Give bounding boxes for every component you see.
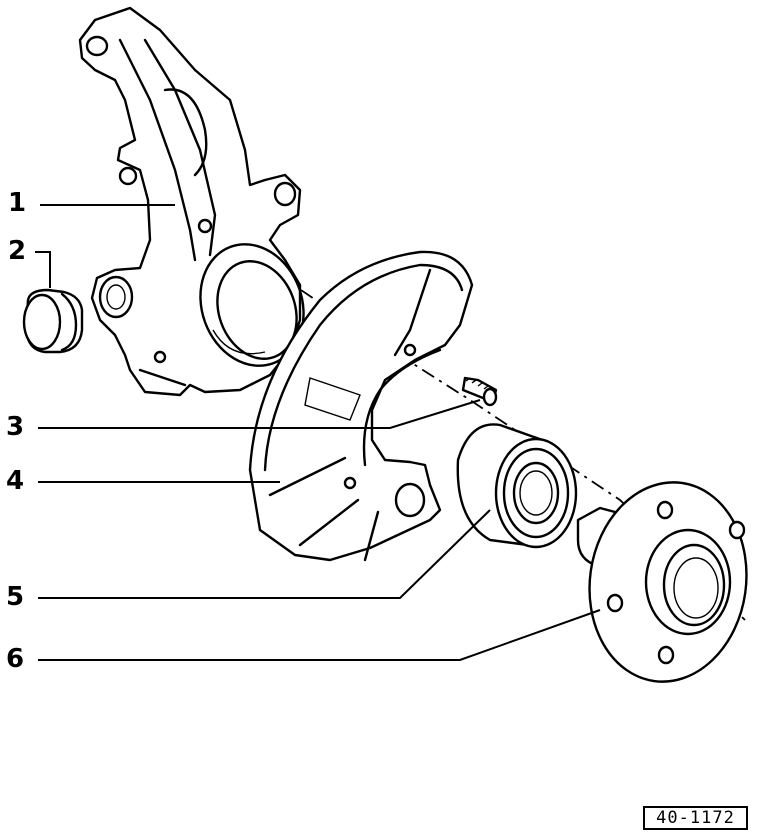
leader-line-5 [38, 509, 491, 599]
callout-6: 6 [6, 644, 25, 674]
callout-1: 1 [8, 188, 27, 218]
callout-4: 4 [6, 466, 25, 496]
figure-code-label: 40-1172 [643, 806, 748, 830]
wheel-bearing [456, 423, 578, 549]
leader-line-3 [38, 399, 481, 429]
callout-5: 5 [6, 582, 25, 612]
callout-3: 3 [6, 412, 25, 442]
wheel-hub [576, 481, 748, 683]
bolt [461, 376, 498, 407]
cap [22, 288, 84, 354]
leader-line-2 [35, 251, 51, 288]
leader-line-6 [38, 609, 601, 661]
steering-knuckle [78, 6, 305, 397]
splash-plate [248, 250, 474, 562]
callout-2: 2 [8, 236, 27, 266]
